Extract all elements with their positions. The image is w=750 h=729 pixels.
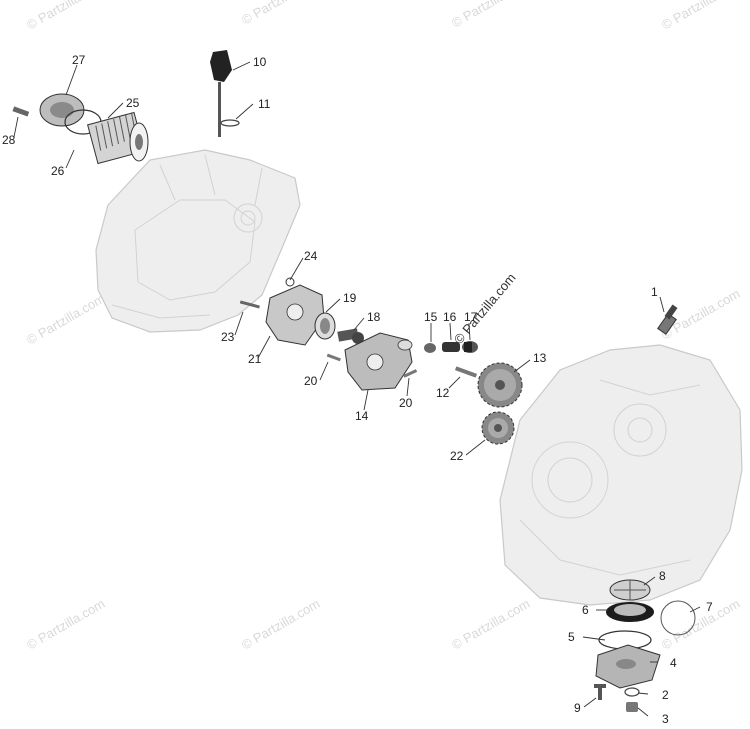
part-gear-small [481, 411, 515, 445]
callout-4: 4 [670, 656, 677, 670]
part-dipstick [210, 50, 240, 137]
crankcase-right [499, 344, 743, 606]
watermark: © Partzilla.com [24, 291, 107, 348]
part-pump-cover [239, 277, 325, 346]
watermark-main: © Partzilla.com [451, 270, 519, 347]
callout-labels: 1 2 3 4 5 6 7 8 9 10 11 12 13 14 15 16 1… [2, 53, 713, 726]
watermark: © Partzilla.com [239, 0, 322, 28]
callout-2: 2 [662, 688, 669, 702]
callout-17: 17 [464, 310, 478, 324]
callout-6: 6 [582, 603, 589, 617]
callout-10: 10 [253, 55, 267, 69]
callout-1: 1 [651, 285, 658, 299]
part-sensor [657, 304, 678, 335]
callout-14: 14 [355, 409, 369, 423]
part-dowel-pins [326, 353, 418, 378]
callout-13: 13 [533, 351, 547, 365]
watermark: © Partzilla.com [659, 596, 742, 653]
part-oil-filter-group [12, 93, 149, 165]
watermark: © Partzilla.com [449, 596, 532, 653]
callout-28: 28 [2, 133, 16, 147]
watermark: © Partzilla.com [449, 0, 532, 31]
part-strainer-stack [598, 579, 696, 650]
callout-23: 23 [221, 330, 235, 344]
watermark: © Partzilla.com [659, 0, 742, 33]
watermark: © Partzilla.com [24, 596, 107, 653]
callout-12: 12 [436, 386, 450, 400]
callout-18: 18 [367, 310, 381, 324]
callout-25: 25 [126, 96, 140, 110]
callout-21: 21 [248, 352, 262, 366]
callout-26: 26 [51, 164, 65, 178]
callout-9: 9 [574, 701, 581, 715]
callout-11: 11 [258, 97, 271, 111]
part-pump-rotor [314, 312, 364, 344]
leader-lines [13, 61, 701, 717]
part-oil-cover [594, 644, 661, 712]
part-relief-valve [424, 341, 478, 353]
callout-15: 15 [424, 310, 438, 324]
watermark: © Partzilla.com [239, 596, 322, 653]
callout-20a: 20 [304, 374, 318, 388]
callout-16: 16 [443, 310, 457, 324]
part-gear-large [477, 362, 523, 408]
callout-3: 3 [662, 712, 669, 726]
callout-5: 5 [568, 630, 575, 644]
watermark: © Partzilla.com [24, 0, 107, 33]
callout-8: 8 [659, 569, 666, 583]
crankcase-left [95, 149, 301, 333]
callout-22: 22 [450, 449, 464, 463]
callout-20b: 20 [399, 396, 413, 410]
callout-7: 7 [706, 600, 713, 614]
callout-24: 24 [304, 249, 318, 263]
part-pump-body [344, 332, 413, 391]
part-shaft [454, 366, 478, 378]
callout-27: 27 [72, 53, 86, 67]
callout-19: 19 [343, 291, 357, 305]
